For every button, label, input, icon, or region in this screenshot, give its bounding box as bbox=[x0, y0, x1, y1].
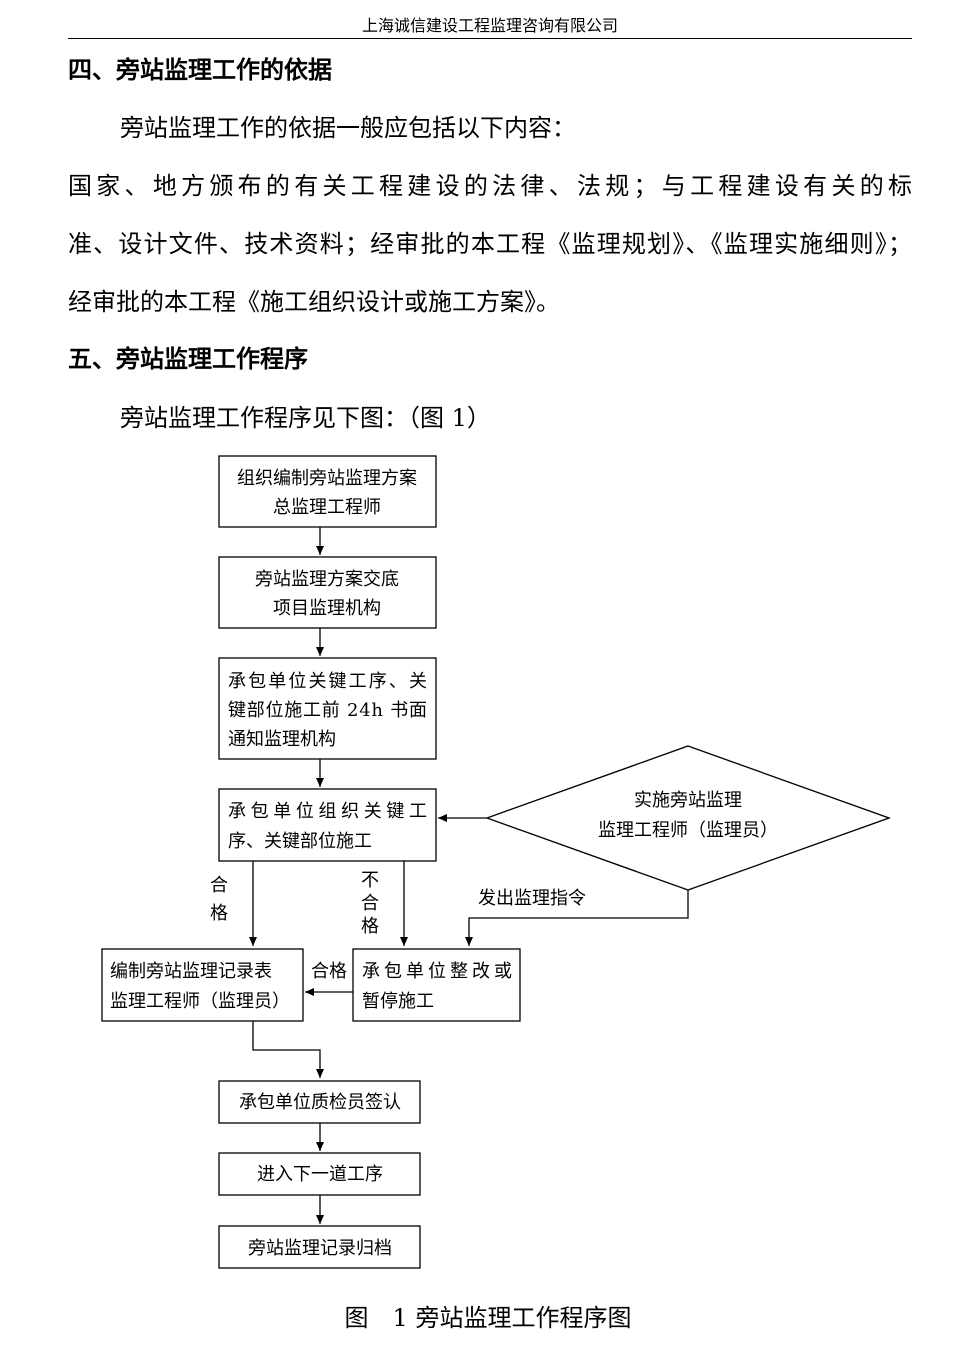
flow-box-next-step: 进入下一道工序 bbox=[218, 1152, 421, 1196]
section-4-line-2: 准、设计文件、技术资料；经审批的本工程《监理规划》、《监理实施细则》； bbox=[68, 230, 912, 258]
section-4-line-3: 经审批的本工程《施工组织设计或施工方案》。 bbox=[68, 288, 560, 316]
section-5-intro: 旁站监理工作程序见下图：（图 1） bbox=[120, 404, 491, 432]
flow-box-signoff-line-1: 承包单位质检员签认 bbox=[239, 1092, 401, 1113]
flow-box-briefing: 旁站监理方案交底 项目监理机构 bbox=[218, 556, 437, 629]
figure-caption: 图 1 旁站监理工作程序图 bbox=[344, 1304, 632, 1332]
flow-diamond-line-1: 实施旁站监理 bbox=[634, 790, 742, 811]
label-pass-char-1: 合 bbox=[210, 875, 228, 896]
arrow-instruction bbox=[465, 890, 689, 946]
flow-box-record-line-2: 监理工程师（监理员） bbox=[110, 991, 290, 1012]
flow-box-record: 编制旁站监理记录表 监理工程师（监理员） bbox=[101, 948, 304, 1022]
flow-box-construction-line-1: 承包单位组织关键工 bbox=[228, 801, 427, 822]
label-pass-char-2: 格 bbox=[210, 903, 228, 924]
flow-box-record-line-1: 编制旁站监理记录表 bbox=[110, 961, 272, 982]
label-fail-char-3: 格 bbox=[361, 916, 379, 937]
label-pass-horizontal: 合格 bbox=[311, 961, 347, 982]
arrow-5-7 bbox=[252, 1021, 324, 1078]
page-header: 上海诚信建设工程监理咨询有限公司 bbox=[361, 16, 618, 35]
flow-box-notice-line-3: 通知监理机构 bbox=[228, 729, 336, 750]
flow-box-construction-line-2: 序、关键部位施工 bbox=[228, 831, 372, 852]
flow-box-rectify: 承包单位整改或 暂停施工 bbox=[352, 948, 521, 1022]
flow-box-rectify-line-1: 承包单位整改或 bbox=[362, 961, 512, 982]
flow-box-briefing-line-1: 旁站监理方案交底 bbox=[255, 569, 399, 590]
flow-diamond-line-2: 监理工程师（监理员） bbox=[598, 820, 778, 841]
flow-box-notice-line-2: 键部位施工前 24h 书面 bbox=[228, 700, 427, 721]
flow-box-notice: 承包单位关键工序、关 键部位施工前 24h 书面 通知监理机构 bbox=[218, 657, 437, 760]
flow-box-signoff: 承包单位质检员签认 bbox=[218, 1080, 421, 1124]
flow-diamond-supervision: 实施旁站监理 监理工程师（监理员） bbox=[485, 745, 891, 891]
label-fail-char-2: 合 bbox=[361, 893, 379, 914]
flow-box-plan-line-1: 组织编制旁站监理方案 bbox=[237, 468, 417, 489]
section-4-line-1: 国家、地方颁布的有关工程建设的法律、法规；与工程建设有关的标 bbox=[68, 172, 912, 200]
flow-box-rectify-line-2: 暂停施工 bbox=[362, 991, 434, 1012]
section-4-intro: 旁站监理工作的依据一般应包括以下内容： bbox=[120, 114, 576, 142]
flow-box-archive: 旁站监理记录归档 bbox=[218, 1225, 421, 1269]
label-issue-instruction: 发出监理指令 bbox=[478, 888, 586, 909]
label-fail-char-1: 不 bbox=[361, 870, 379, 891]
section-4-heading: 四、旁站监理工作的依据 bbox=[68, 55, 332, 84]
flow-box-archive-line-1: 旁站监理记录归档 bbox=[248, 1238, 392, 1259]
flow-box-construction: 承包单位组织关键工 序、关键部位施工 bbox=[218, 788, 437, 862]
flow-box-briefing-line-2: 项目监理机构 bbox=[273, 598, 381, 619]
flow-box-next-step-line-1: 进入下一道工序 bbox=[257, 1164, 383, 1185]
header-rule bbox=[68, 38, 912, 39]
flow-box-plan-line-2: 总监理工程师 bbox=[273, 497, 381, 518]
flow-box-plan: 组织编制旁站监理方案 总监理工程师 bbox=[218, 455, 437, 528]
section-5-heading: 五、旁站监理工作程序 bbox=[68, 344, 308, 373]
